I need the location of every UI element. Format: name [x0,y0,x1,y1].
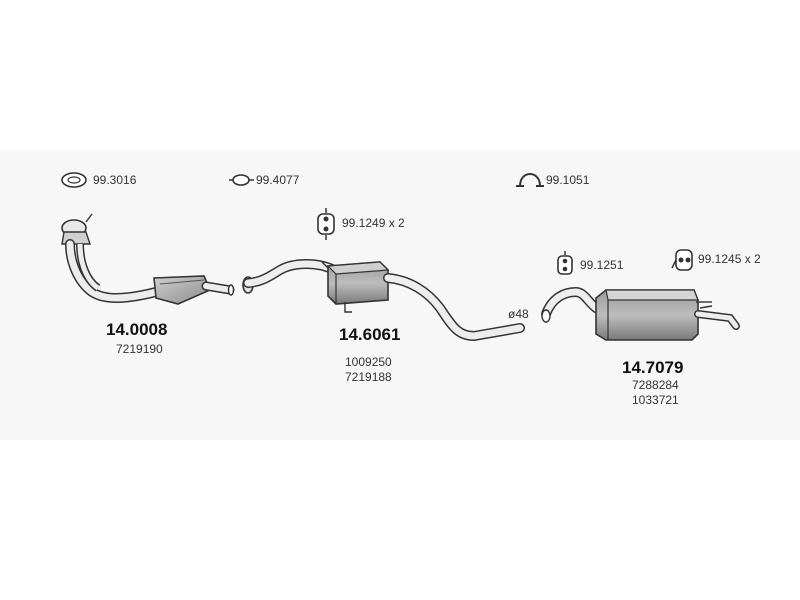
ring-label: 99.4077 [256,173,300,187]
clamp-label: 99.1051 [546,173,590,187]
front-pipe-with-catalyst [61,213,235,305]
middle-part-number: 14.6061 [339,325,401,344]
hanger-icon [671,249,693,271]
middle-part-ref: 7219188 [345,370,392,384]
gasket-icon [61,172,87,188]
front-part-number: 14.0008 [106,320,168,339]
hanger-icon [317,208,335,240]
gasket-label: 99.3016 [93,173,137,187]
rear-part-ref: 1033721 [632,393,679,407]
hanger-icon [557,251,573,275]
middle-part-ref: 1009250 [345,355,392,369]
clamp-icon [516,173,544,187]
rear-silencer [541,286,740,341]
pipe-diameter-label: ø48 [508,307,529,321]
rear-part-number: 14.7079 [622,358,684,377]
ring-icon [229,174,254,186]
rear-part-ref: 7288284 [632,378,679,392]
front-part-ref: 7219190 [116,342,163,356]
hanger-rear-label-1: 99.1251 [580,258,624,272]
middle-pipe-with-silencer [242,259,525,342]
hanger-rear-label-2: 99.1245 x 2 [698,252,761,266]
hanger-front-label: 99.1249 x 2 [342,216,405,230]
